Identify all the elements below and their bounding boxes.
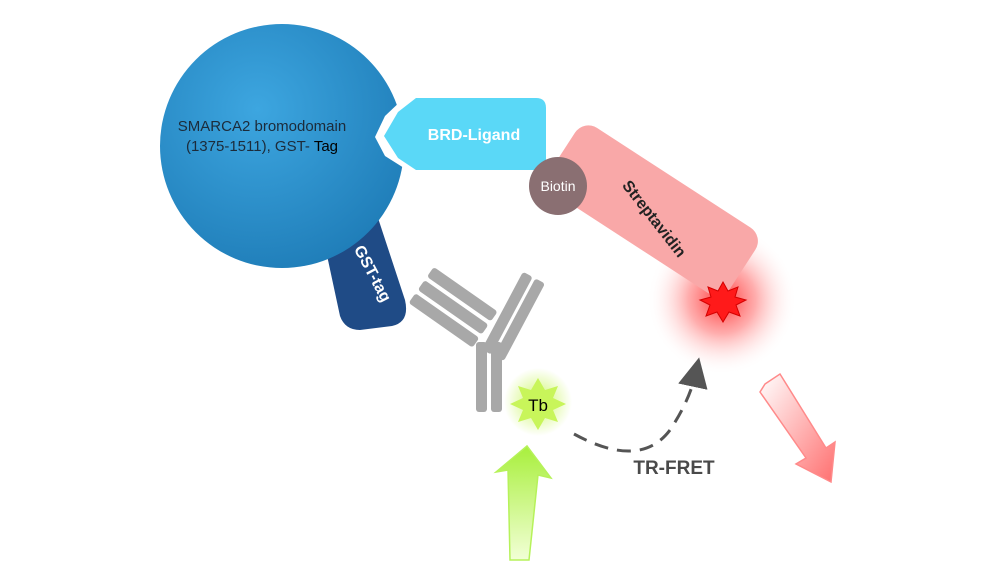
brd-ligand: BRD-Ligand <box>384 98 546 170</box>
terbium-star-icon <box>510 378 566 430</box>
protein-label-line1: SMARCA2 bromodomain <box>178 118 346 135</box>
excitation-arrow-icon <box>493 444 553 561</box>
antibody-icon <box>409 268 545 412</box>
smarca2-protein: SMARCA2 bromodomain (1375-1511), GST- Ta… <box>160 24 404 268</box>
emission-arrow-icon <box>759 372 836 484</box>
protein-label-tag: Tag <box>314 138 338 155</box>
biotin-label: Biotin <box>540 178 575 194</box>
brd-ligand-label: BRD-Ligand <box>428 127 520 144</box>
terbium-donor: Tb <box>504 368 572 436</box>
fret-label: TR-FRET <box>633 458 715 479</box>
acceptor-star-icon <box>698 280 748 323</box>
biotin: Biotin <box>529 157 587 215</box>
terbium-label: Tb <box>528 396 548 415</box>
fret-transfer-arrow <box>573 357 708 453</box>
protein-label-range: (1375-1511), GST- <box>186 138 314 155</box>
protein-label-line2: (1375-1511), GST- Tag <box>186 138 338 155</box>
